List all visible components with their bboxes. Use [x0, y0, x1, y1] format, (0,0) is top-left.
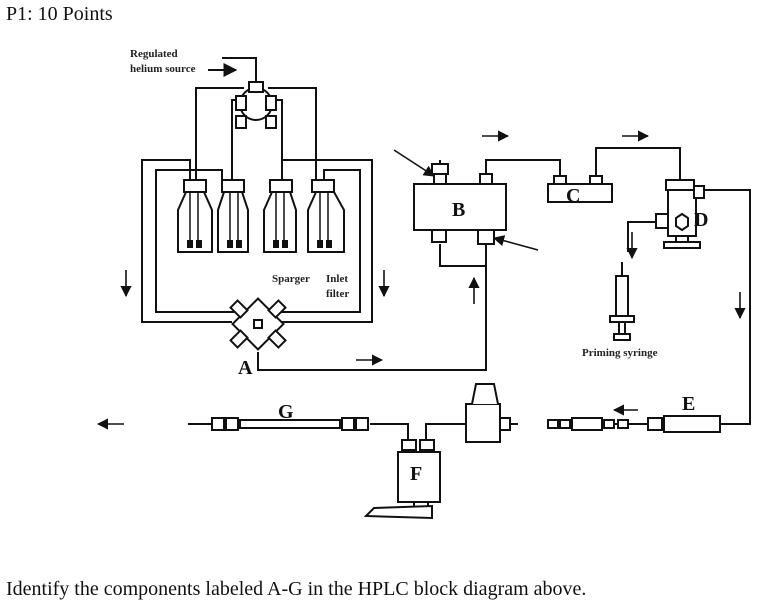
hplc-block-diagram: A B C D E F G Regulated helium source Sp… — [96, 48, 751, 520]
question-text: Identify the components labeled A-G in t… — [6, 578, 587, 600]
label-d: D — [694, 209, 708, 231]
label-e: E — [682, 393, 695, 415]
helium-source-label-line1: Regulated — [130, 48, 178, 60]
label-g: G — [278, 401, 294, 423]
helium-source-label-line2: helium source — [130, 63, 196, 75]
inlet-filter-label-line1: Inlet — [326, 273, 348, 285]
label-f: F — [410, 463, 422, 485]
inlet-filter-label-line2: filter — [326, 288, 349, 300]
label-c: C — [566, 185, 580, 207]
label-b: B — [452, 199, 465, 221]
problem-header: P1: 10 Points — [6, 3, 113, 25]
priming-syringe-label: Priming syringe — [582, 347, 658, 359]
label-a: A — [238, 357, 253, 379]
sparger-label: Sparger — [272, 273, 310, 285]
